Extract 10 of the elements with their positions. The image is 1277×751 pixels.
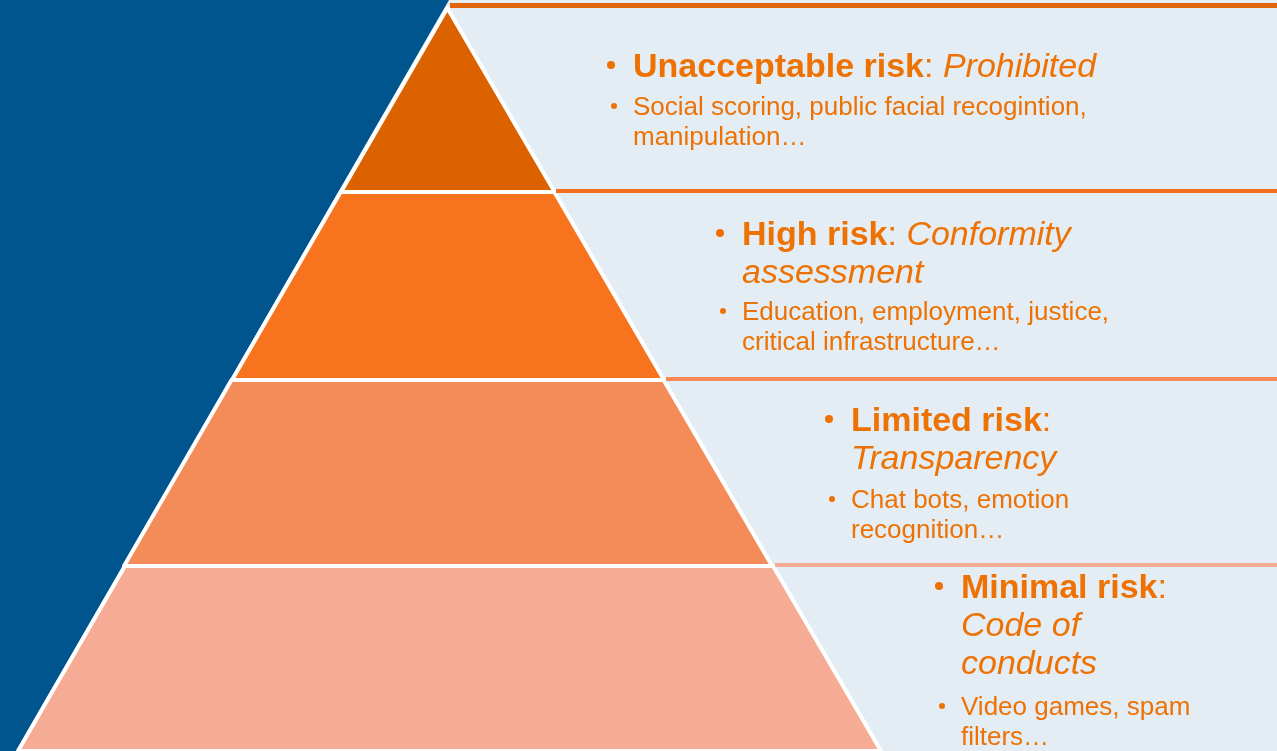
risk-level-heading: Limited risk: Transparency [851, 400, 1059, 476]
pyramid-tier [14, 563, 884, 751]
example-text: Social scoring, public facial recogintion, manipulation… [633, 91, 1088, 151]
pyramid-tier [121, 377, 776, 569]
risk-level-heading: Unacceptable risk: Prohibited [633, 46, 1098, 84]
example-text: Video games, spam filters… [961, 691, 1192, 751]
risk-level-heading: Minimal risk: Code of conducts [961, 567, 1168, 681]
example-text: Education, employment, justice, critical infrastructure… [742, 296, 1111, 356]
risk-level-heading: High risk: Conformity assessment [742, 214, 1074, 290]
example-text: Chat bots, emotion recognition… [851, 484, 1071, 544]
